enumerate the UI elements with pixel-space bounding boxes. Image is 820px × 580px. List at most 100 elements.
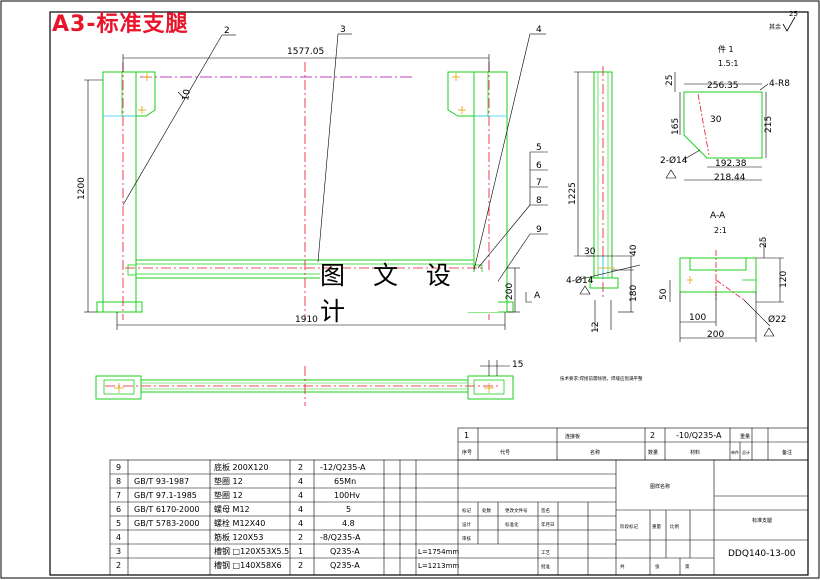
svg-text:L=1213mm: L=1213mm [418,562,459,570]
dim-25-part1: 25 [665,75,675,86]
tech-note: 技术要求:焊接前需除锈，焊缝应饱满平整 [560,375,643,382]
svg-text:GB/T 97.1-1985: GB/T 97.1-1985 [134,491,197,500]
dim-15: 15 [512,360,523,370]
svg-text:审核: 审核 [462,535,471,542]
title-upper-texts: 1 连接板 2 -10/Q235-A 序号 代号 名称 数量 材料 重量 单件 … [462,431,792,456]
balloon-9: 9 [536,225,542,235]
svg-text:2: 2 [650,431,655,440]
svg-text:重量: 重量 [740,433,750,440]
svg-text:GB/T 6170-2000: GB/T 6170-2000 [134,505,199,514]
svg-text:数量: 数量 [648,449,658,456]
svg-text:总计: 总计 [742,449,750,455]
svg-text:阶段标记: 阶段标记 [620,523,638,530]
leader-lines [122,33,548,297]
part1-view [665,72,769,181]
bom-table: 9 底板 200X120 2 -12/Q235-A 8 GB/T 93-1987… [116,462,459,570]
drawing-title: A3-标准支腿 [52,12,189,37]
svg-text:L=1754mm: L=1754mm [418,548,459,556]
svg-text:-10/Q235-A: -10/Q235-A [676,431,722,440]
title-block-lines [109,427,809,576]
svg-text:材料: 材料 [690,449,700,456]
side-view [589,66,619,300]
part1-scale: 1.5:1 [718,59,739,68]
svg-text:6: 6 [116,505,121,514]
svg-text:4: 4 [116,533,121,542]
svg-text:代号: 代号 [500,449,510,456]
dim-hole-22: Ø22 [768,314,787,325]
dim-30: 30 [584,247,596,257]
weld-symbol-2 [763,327,775,337]
svg-text:2: 2 [298,561,303,570]
part-name-cell: 标准支腿 [752,517,772,524]
dim-30-angle: 30 [710,115,722,125]
watermark: 图 文 设 计 [320,261,498,326]
svg-text:GB/T 5783-2000: GB/T 5783-2000 [134,519,199,528]
balloon-5: 5 [536,143,542,153]
balloon-8: 8 [536,196,542,206]
svg-text:其余: 其余 [769,23,781,31]
svg-text:底板 200X120: 底板 200X120 [214,462,269,472]
svg-text:8: 8 [116,477,121,486]
balloon-4: 4 [536,25,542,35]
bom-row: 5 GB/T 5783-2000 螺栓 M12X40 4 4.8 [116,518,355,528]
balloon-7: 7 [536,178,542,188]
section-scale: 2:1 [714,226,727,235]
side-dim-texts: 1225 30 40 4-Ø14 180 12 [566,182,639,333]
svg-text:5: 5 [116,519,121,528]
dim-192: 192.38 [715,159,747,169]
dim-hole-4-14: 4-Ø14 [566,275,594,286]
dim-218: 218.44 [714,173,746,183]
dim-120-sect: 120 [779,271,789,288]
dim-256: 256.35 [707,81,739,91]
svg-text:标准化: 标准化 [505,521,519,528]
svg-text:名称: 名称 [590,449,600,456]
svg-text:年月日: 年月日 [541,521,555,528]
front-dimensions [84,54,532,330]
dim-4r8: 4-R8 [769,79,790,89]
svg-text:批准: 批准 [541,563,550,570]
svg-text:Q235-A: Q235-A [330,547,360,556]
dim-right-200: 200 [505,283,515,300]
side-dimensions [574,71,641,330]
balloon-6: 6 [536,161,542,171]
svg-text:-12/Q235-A: -12/Q235-A [320,463,366,472]
svg-text:4: 4 [298,477,303,486]
dim-25-sect: 25 [759,237,769,248]
svg-text:2: 2 [298,463,303,472]
svg-text:1: 1 [298,547,303,556]
balloon-2: 2 [224,26,230,36]
dim-200-sect: 200 [707,330,724,340]
svg-text:-8/Q235-A: -8/Q235-A [320,533,361,542]
svg-text:垫圈 12: 垫圈 12 [214,476,243,486]
section-label: A-A [710,211,726,221]
svg-text:单件: 单件 [731,449,739,455]
svg-text:筋板 120X53: 筋板 120X53 [214,532,263,542]
svg-text:垫圈 12: 垫圈 12 [214,490,243,500]
dim-12: 12 [591,322,601,333]
svg-text:处数: 处数 [482,507,491,514]
plan-view [95,360,514,406]
svg-text:设计: 设计 [462,521,471,528]
svg-text:9: 9 [116,463,121,472]
svg-text:标记: 标记 [462,507,471,514]
section-mark-a: A [534,291,541,301]
drawing-number: DDQ140-13-00 [728,549,796,559]
balloon-labels: 2 3 4 5 6 7 8 9 [224,25,542,235]
dim-top-1577: 1577.05 [287,47,324,57]
svg-text:7: 7 [116,491,121,500]
svg-text:2: 2 [116,561,121,570]
svg-text:序号: 序号 [462,449,472,456]
weld-symbol [579,285,591,295]
svg-text:螺母 M12: 螺母 M12 [214,504,250,514]
svg-text:备注: 备注 [782,449,792,456]
svg-text:螺栓 M12X40: 螺栓 M12X40 [214,518,265,528]
balloon-3: 3 [340,25,346,35]
bom-row: 6 GB/T 6170-2000 螺母 M12 4 5 [116,504,351,514]
dim-1225: 1225 [568,182,578,205]
svg-text:更改文件号: 更改文件号 [505,507,528,514]
svg-text:连接板: 连接板 [565,433,580,440]
bom-row: 7 GB/T 97.1-1985 垫圈 12 4 100Hv [116,490,360,500]
svg-text:签名: 签名 [541,507,550,514]
svg-text:4.8: 4.8 [342,519,355,528]
